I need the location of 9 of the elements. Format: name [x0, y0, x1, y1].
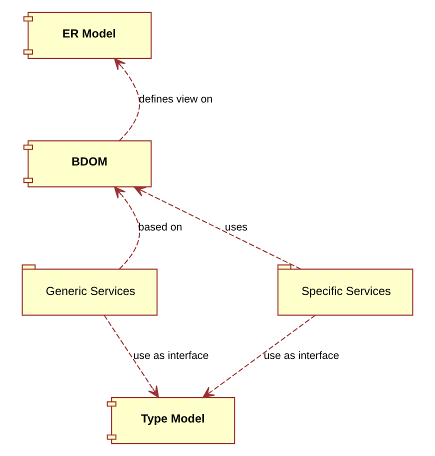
- arrow: [114, 58, 140, 142]
- arrow: [134, 186, 302, 270]
- edge-label: use as interface: [264, 350, 340, 362]
- arrow: [114, 186, 140, 270]
- edge-label: based on: [138, 222, 182, 234]
- edge-label: use as interface: [133, 350, 209, 362]
- arrow: [202, 314, 316, 398]
- edge-label: uses: [224, 222, 248, 234]
- arrow: [104, 314, 159, 398]
